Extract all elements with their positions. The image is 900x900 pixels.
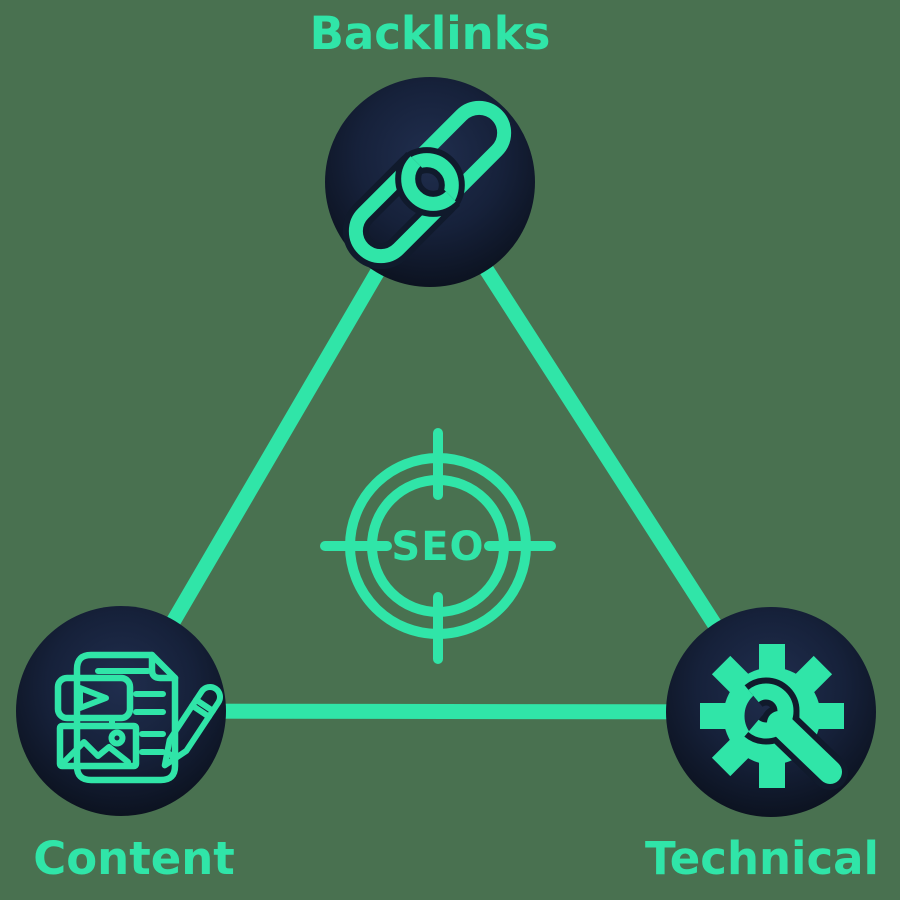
content-label: Content [33, 832, 235, 885]
pencil-ferrule [189, 696, 216, 720]
seo-center-label: SEO [391, 524, 484, 570]
document-text-lines [95, 668, 166, 755]
technical-label: Technical [645, 832, 879, 885]
pencil-icon [161, 684, 223, 769]
node-backlinks [325, 77, 535, 287]
wrench-jaw [738, 683, 794, 739]
document-outline [73, 651, 179, 784]
image-mountains [61, 739, 131, 765]
chain-link-icon [342, 100, 512, 270]
target-tick-marks [320, 428, 556, 664]
wrench-handle [767, 711, 842, 784]
gear-wrench-icon [700, 644, 848, 790]
image-thumbnail-icon [56, 722, 140, 770]
node-technical [666, 607, 876, 817]
video-thumbnail-icon [54, 674, 134, 722]
pencil-body [161, 684, 223, 769]
pencil-lead [164, 749, 179, 761]
chain-weave-cap [401, 156, 456, 211]
content-node-circle [16, 606, 226, 816]
chain-link-lower [348, 153, 459, 264]
target-crosshair-icon: SEO [320, 428, 556, 664]
content-document-icon [54, 651, 223, 784]
image-sun-dot [108, 729, 126, 747]
node-content [16, 606, 226, 816]
backlinks-label: Backlinks [309, 7, 551, 60]
document-fold [148, 651, 179, 682]
play-triangle-icon [77, 685, 109, 711]
triangle-connector-lines [107, 167, 785, 720]
backlinks-node-circle [325, 77, 535, 287]
